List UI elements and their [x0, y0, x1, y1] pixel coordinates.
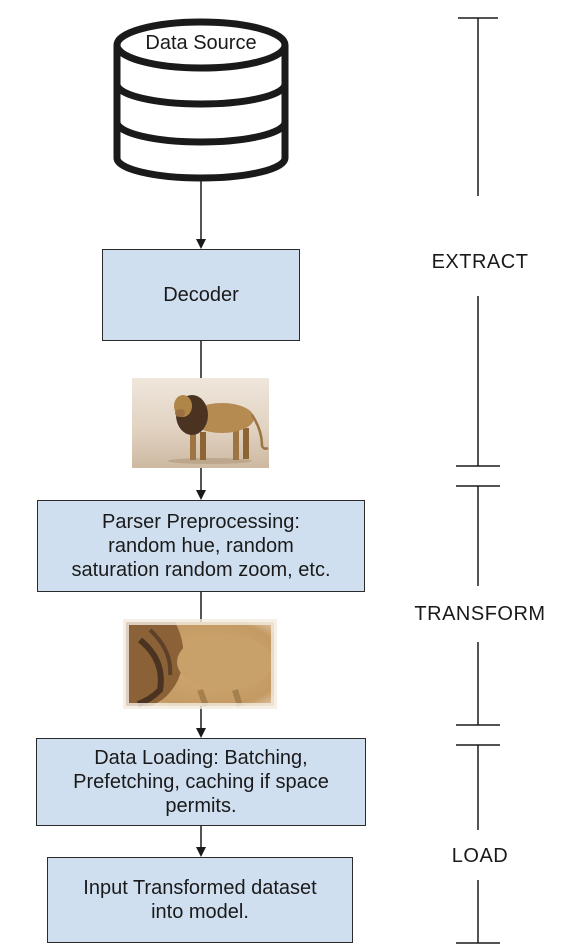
load-bracket — [456, 744, 500, 944]
database-cylinder-icon — [113, 18, 289, 182]
input-model-box: Input Transformed dataset into model. — [47, 857, 353, 943]
extract-bracket — [456, 17, 500, 467]
data-loading-label: Data Loading: Batching, Prefetching, cac… — [73, 747, 329, 817]
lion-zoomed-photo — [123, 619, 277, 709]
decoder-box: Decoder — [102, 249, 300, 341]
parser-preprocessing-box: Parser Preprocessing: random hue, random… — [37, 500, 365, 592]
stage-label-load: LOAD — [438, 843, 522, 870]
transform-bracket — [456, 485, 500, 726]
data-loading-box: Data Loading: Batching, Prefetching, cac… — [36, 738, 366, 826]
stage-label-extract: EXTRACT — [418, 249, 542, 276]
lion-photo — [132, 378, 269, 468]
decoder-label: Decoder — [163, 284, 239, 306]
stage-label-transform: TRANSFORM — [400, 601, 560, 628]
data-source-label: Data Source — [145, 32, 257, 54]
parser-preprocessing-label: Parser Preprocessing: random hue, random… — [71, 511, 331, 581]
input-model-label: Input Transformed dataset into model. — [83, 877, 317, 923]
